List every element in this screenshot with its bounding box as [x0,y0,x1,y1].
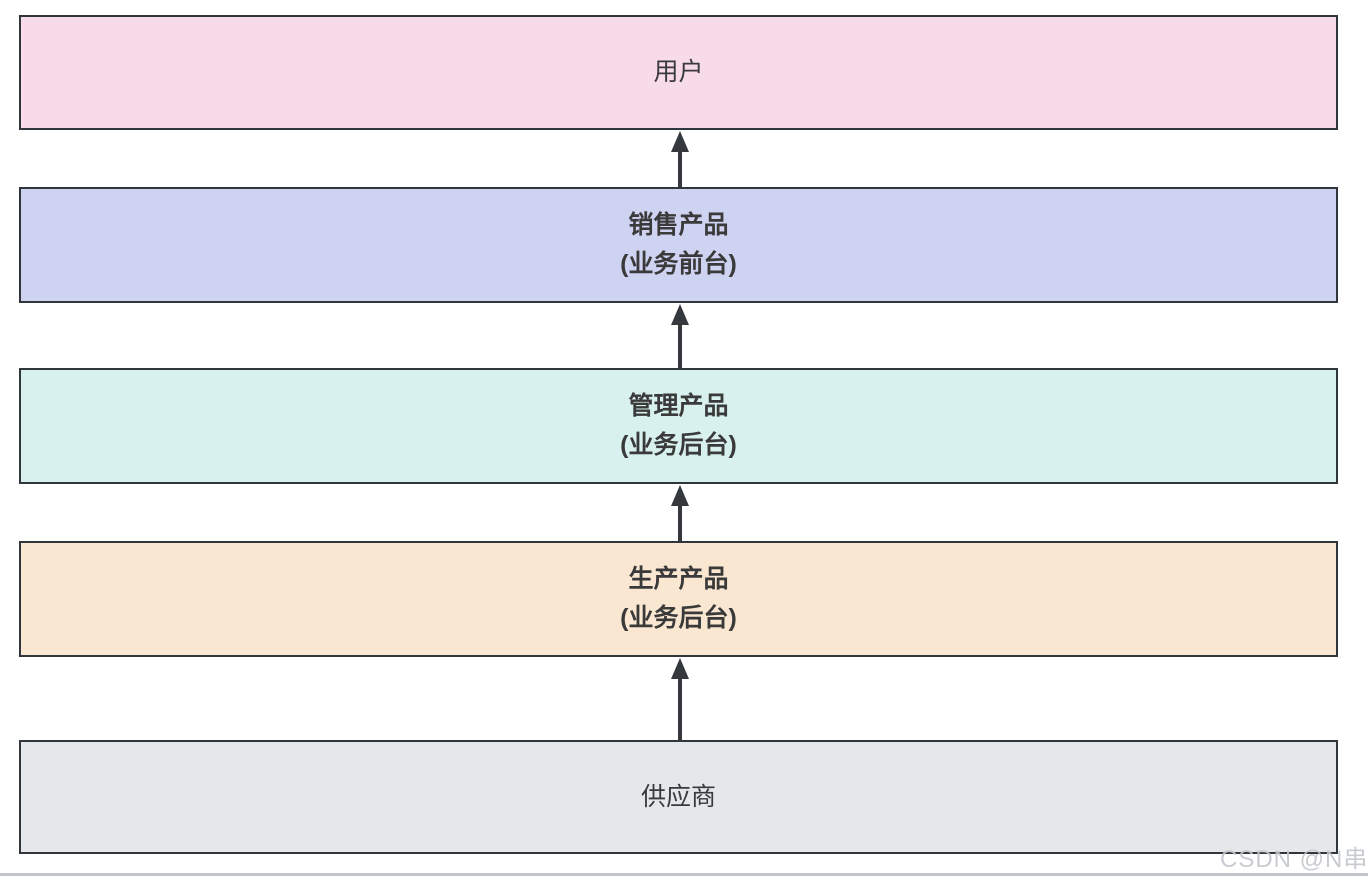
node-sublabel: (业务后台) [620,431,737,459]
node-label: 管理产品 [628,392,729,420]
node-label: 供应商 [640,782,716,811]
cropped-bottom-edge [0,873,1368,876]
node-label: 生产产品 [628,565,729,593]
node-user: 用户 [19,15,1338,130]
node-sell: 销售产品 (业务前台) [19,187,1338,303]
node-label: 用户 [653,58,704,86]
node-sublabel: (业务后台) [620,604,737,632]
node-supplier: 供应商 [19,740,1338,854]
node-label: 销售产品 [628,211,729,239]
arrow-up-icon [671,304,689,325]
arrow-shaft [678,150,682,187]
arrow-up-icon [671,485,689,506]
flow-arrow-produce-to-manage [671,485,689,541]
arrow-up-icon [671,131,689,152]
node-manage: 管理产品 (业务后台) [19,368,1338,484]
flow-arrow-sell-to-user [671,131,689,187]
arrow-up-icon [671,658,689,679]
node-produce: 生产产品 (业务后台) [19,541,1338,657]
flow-arrow-manage-to-sell [671,304,689,368]
arrow-shaft [678,504,682,541]
flow-arrow-supplier-to-produce [671,658,689,740]
node-sublabel: (业务前台) [620,250,737,278]
arrow-shaft [678,677,682,740]
arrow-shaft [678,323,682,368]
